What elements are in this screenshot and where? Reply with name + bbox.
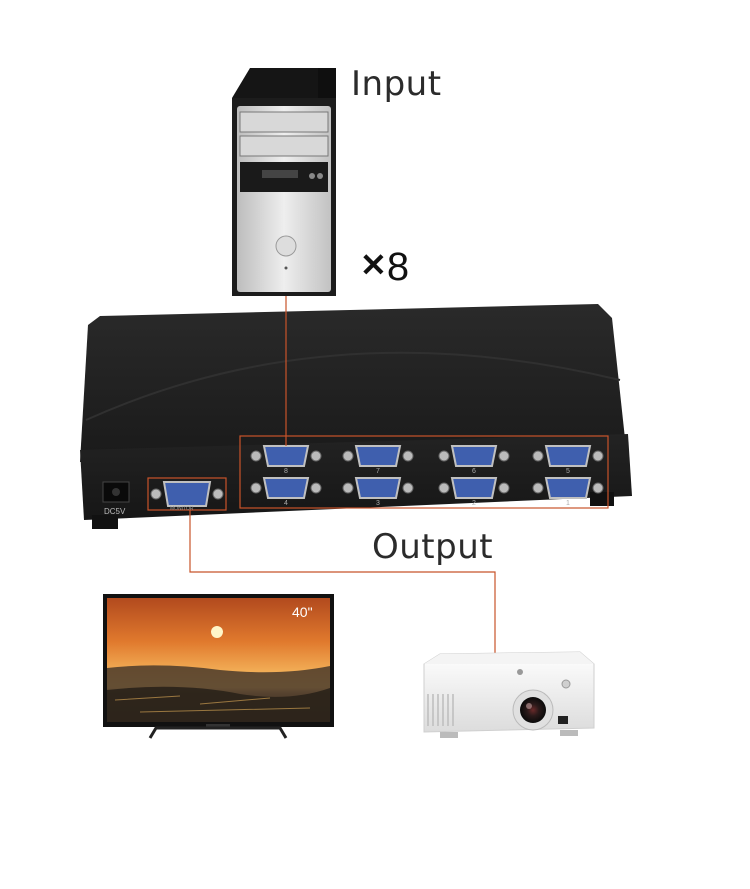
input-vga-port-3: 3 bbox=[342, 477, 414, 507]
input-port-number: 5 bbox=[566, 468, 570, 475]
optical-drive-1 bbox=[239, 111, 329, 133]
power-button-icon bbox=[275, 235, 297, 257]
input-ports-group: 8 7 6 5 4 3 2 1 bbox=[250, 445, 604, 507]
input-port-number: 4 bbox=[284, 500, 288, 507]
output-port-label: MONITOR bbox=[170, 506, 194, 512]
input-port-number: 8 bbox=[284, 468, 288, 475]
times-icon: ✕ bbox=[360, 247, 387, 283]
multiplier-number: 8 bbox=[386, 245, 410, 289]
projector bbox=[423, 651, 595, 738]
sun-icon bbox=[211, 626, 223, 638]
tv-stand bbox=[148, 726, 288, 739]
input-vga-port-6: 6 bbox=[438, 445, 510, 475]
vga-switch: DC5V MONITOR 8 7 6 5 4 3 2 1 bbox=[80, 304, 632, 529]
input-port-number: 7 bbox=[376, 468, 380, 475]
pc-front-panel bbox=[237, 106, 331, 292]
input-vga-port-2: 2 bbox=[438, 477, 510, 507]
projector-lens-icon bbox=[520, 697, 546, 723]
output-connector-line bbox=[189, 510, 496, 653]
tv-size-label: 40" bbox=[292, 604, 313, 620]
input-vga-port-7: 7 bbox=[342, 445, 414, 475]
connector-lines bbox=[189, 296, 496, 653]
input-port-number: 2 bbox=[472, 500, 476, 507]
input-label: Input bbox=[351, 64, 442, 104]
input-vga-port-4: 4 bbox=[250, 477, 322, 507]
multiplier-label: ✕8 bbox=[360, 245, 409, 290]
television: 40" bbox=[103, 594, 334, 739]
power-label: DC5V bbox=[104, 507, 126, 516]
output-label: Output bbox=[372, 527, 494, 567]
input-port-number: 3 bbox=[376, 500, 380, 507]
input-vga-port-8: 8 bbox=[250, 445, 322, 475]
input-ports-frame bbox=[239, 435, 609, 509]
output-vga-port: MONITOR bbox=[147, 477, 227, 512]
pc-tower bbox=[232, 68, 336, 296]
input-vga-port-5: 5 bbox=[532, 445, 604, 475]
input-vga-port-1: 1 bbox=[532, 477, 604, 507]
input-port-number: 6 bbox=[472, 468, 476, 475]
input-port-number: 1 bbox=[566, 500, 570, 507]
optical-drive-2 bbox=[239, 135, 329, 157]
